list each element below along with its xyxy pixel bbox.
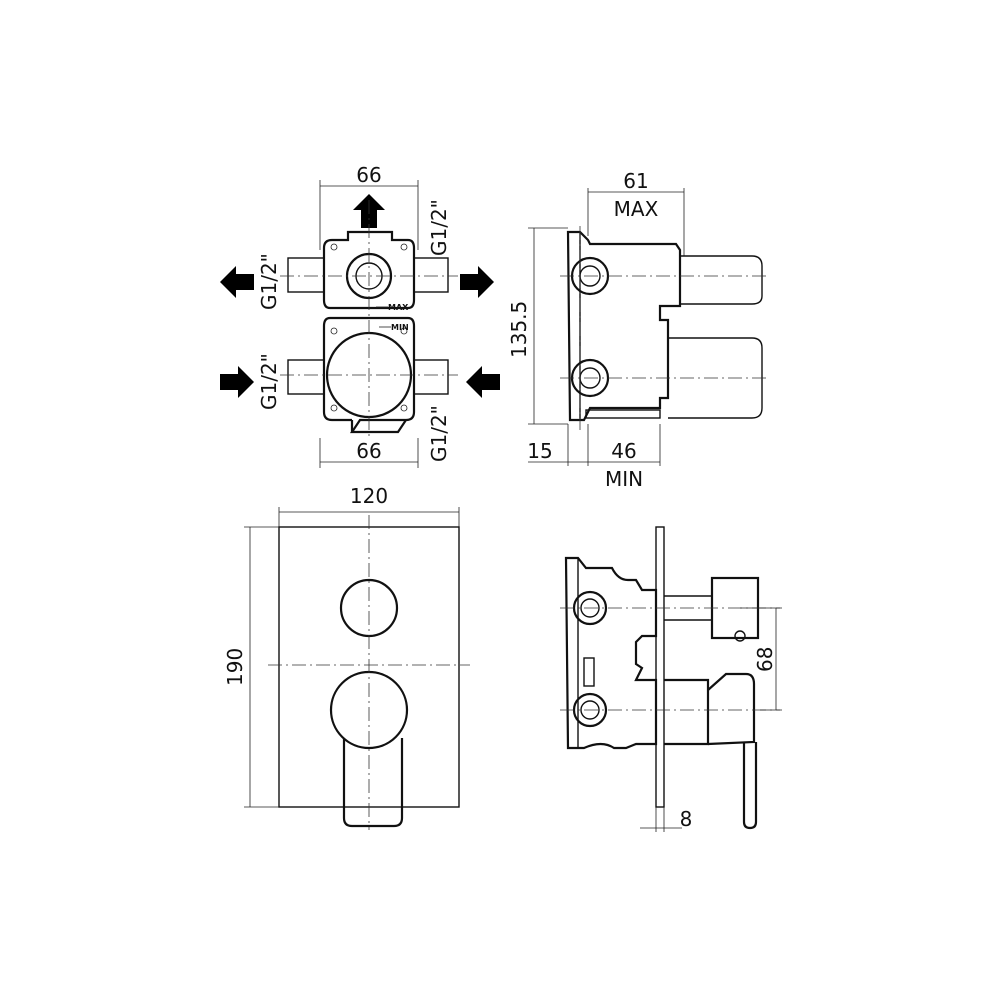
front-width-bottom-label: 66 — [356, 439, 381, 463]
mixer-lever — [342, 738, 404, 828]
depth-max-text-label: MAX — [614, 197, 659, 221]
inlet-arrow-left-icon — [466, 366, 500, 398]
side-height-label: 135.5 — [507, 301, 531, 358]
depth-min-value-label: 46 — [611, 439, 636, 463]
min-mark-label: MIN — [391, 323, 409, 332]
thread-right-bottom-label: G1/2" — [427, 405, 451, 462]
max-mark-label: MAX — [388, 303, 409, 312]
thread-left-bottom-label: G1/2" — [257, 353, 281, 410]
front-width-top-label: 66 — [356, 163, 381, 187]
outlet-arrow-right-icon — [460, 266, 494, 298]
depth-min-text-label: MIN — [605, 467, 643, 491]
thread-right-top-label: G1/2" — [427, 199, 451, 256]
outlet-arrow-left-icon — [220, 266, 254, 298]
plate-height-label: 190 — [223, 648, 247, 686]
plate-view: 120 190 — [223, 484, 470, 830]
assembly-view: 68 8 — [560, 526, 782, 832]
depth-max-value-label: 61 — [623, 169, 648, 193]
thread-left-top-label: G1/2" — [257, 253, 281, 310]
plate-width-label: 120 — [350, 484, 388, 508]
front-view-body: 66 MAX MIN — [280, 163, 458, 468]
plate-thickness-label: 8 — [680, 807, 693, 831]
side-offset-label: 15 — [527, 439, 552, 463]
inlet-arrow-right-icon — [220, 366, 254, 398]
assembly-spacing-label: 68 — [753, 647, 777, 672]
side-view-body: 61 MAX 135.5 15 46 MIN — [507, 169, 770, 491]
